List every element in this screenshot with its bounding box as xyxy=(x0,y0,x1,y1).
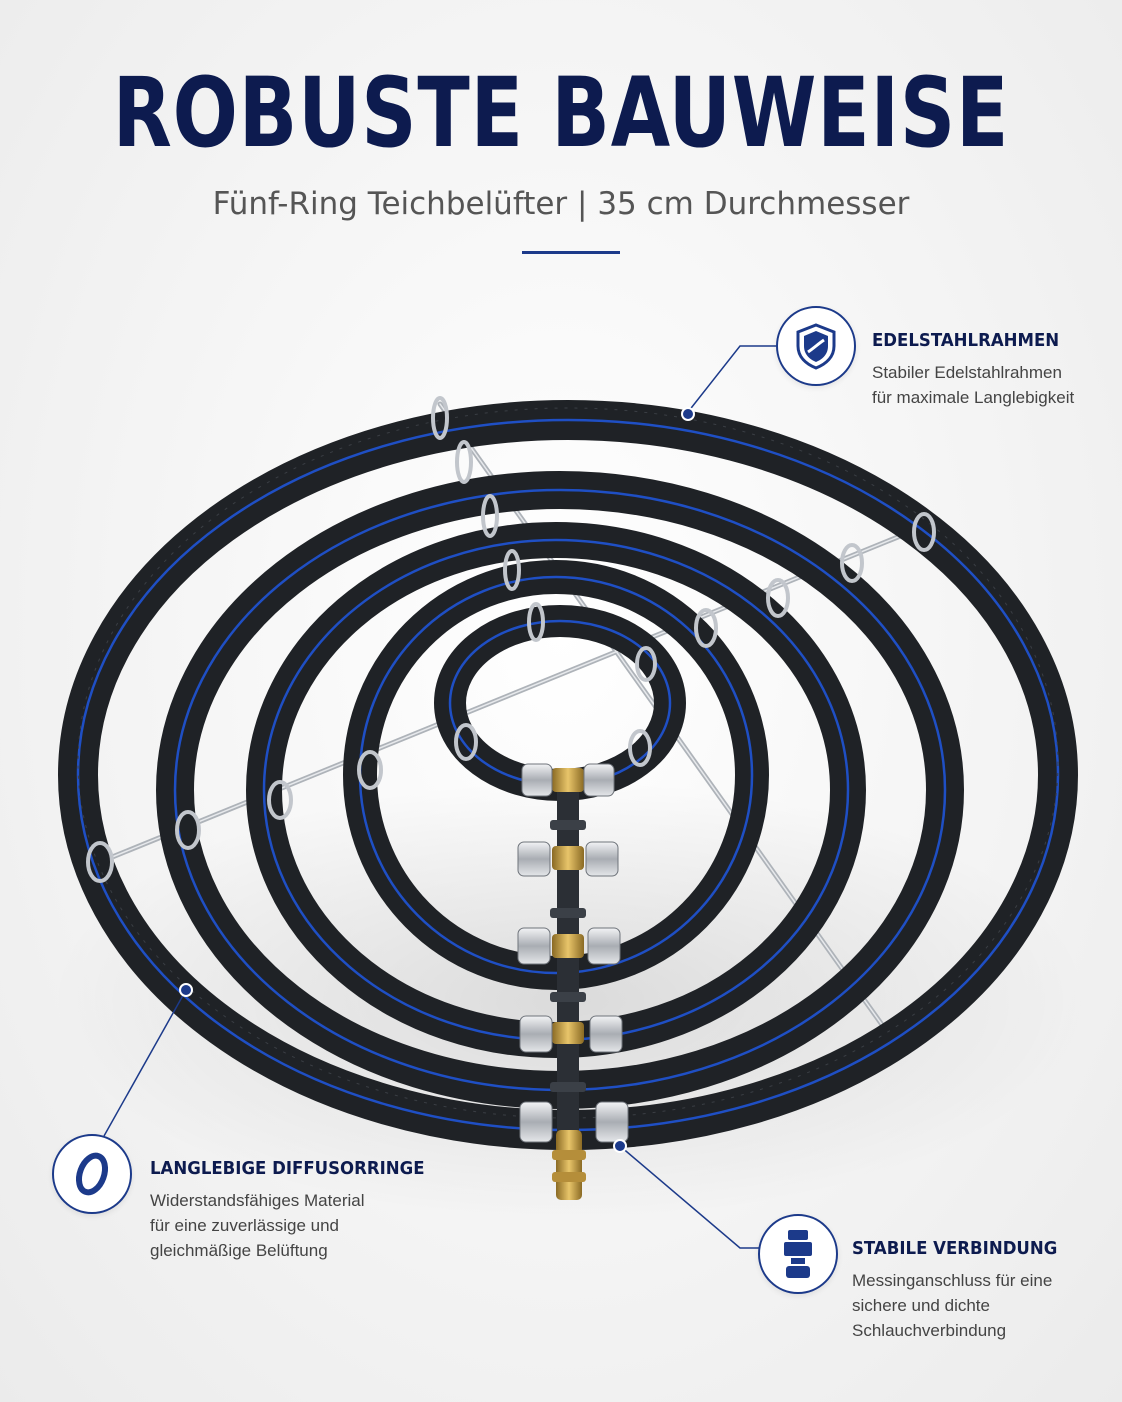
page-title: ROBUSTE BAUWEISE xyxy=(112,57,1010,169)
rings-callout-text: Widerstandsfähiges Material für eine zuv… xyxy=(150,1188,364,1263)
connection-callout-line: sichere und dichte xyxy=(852,1296,990,1315)
connection-callout-icon xyxy=(758,1214,838,1294)
page-subtitle: Fünf-Ring Teichbelüfter | 35 cm Durchmes… xyxy=(212,186,910,222)
frame-callout-text: Stabiler Edelstahlrahmen für maximale La… xyxy=(872,360,1074,410)
connector-icon xyxy=(784,1230,812,1278)
callout-dots xyxy=(179,407,695,1153)
hose-clamps xyxy=(517,763,629,1143)
connection-callout-line: Schlauchverbindung xyxy=(852,1321,1007,1340)
title-divider xyxy=(522,251,620,254)
rings-callout-title: LANGLEBIGE DIFFUSORRINGE xyxy=(150,1158,425,1179)
frame-callout-line: für maximale Langlebigkeit xyxy=(872,388,1075,407)
ring-icon xyxy=(75,1152,109,1196)
rings-callout-icon xyxy=(52,1134,132,1214)
rings-callout-line: für eine zuverlässige und xyxy=(150,1216,340,1235)
connection-callout-text: Messinganschluss für eine sichere und di… xyxy=(852,1268,1052,1343)
connection-callout-title: STABILE VERBINDUNG xyxy=(852,1238,1058,1259)
rings-callout-line: Widerstandsfähiges Material xyxy=(150,1191,365,1210)
rings-callout-line: gleichmäßige Belüftung xyxy=(150,1241,328,1260)
central-manifold xyxy=(550,768,586,1200)
connection-callout-line: Messinganschluss für eine xyxy=(852,1271,1053,1290)
frame-callout-icon xyxy=(776,306,856,386)
ring-holders xyxy=(86,396,936,883)
callout-leaders xyxy=(103,345,776,1249)
frame-callout-title: EDELSTAHLRAHMEN xyxy=(872,330,1060,351)
frame-callout-line: Stabiler Edelstahlrahmen xyxy=(872,363,1062,382)
shield-icon xyxy=(796,323,836,370)
